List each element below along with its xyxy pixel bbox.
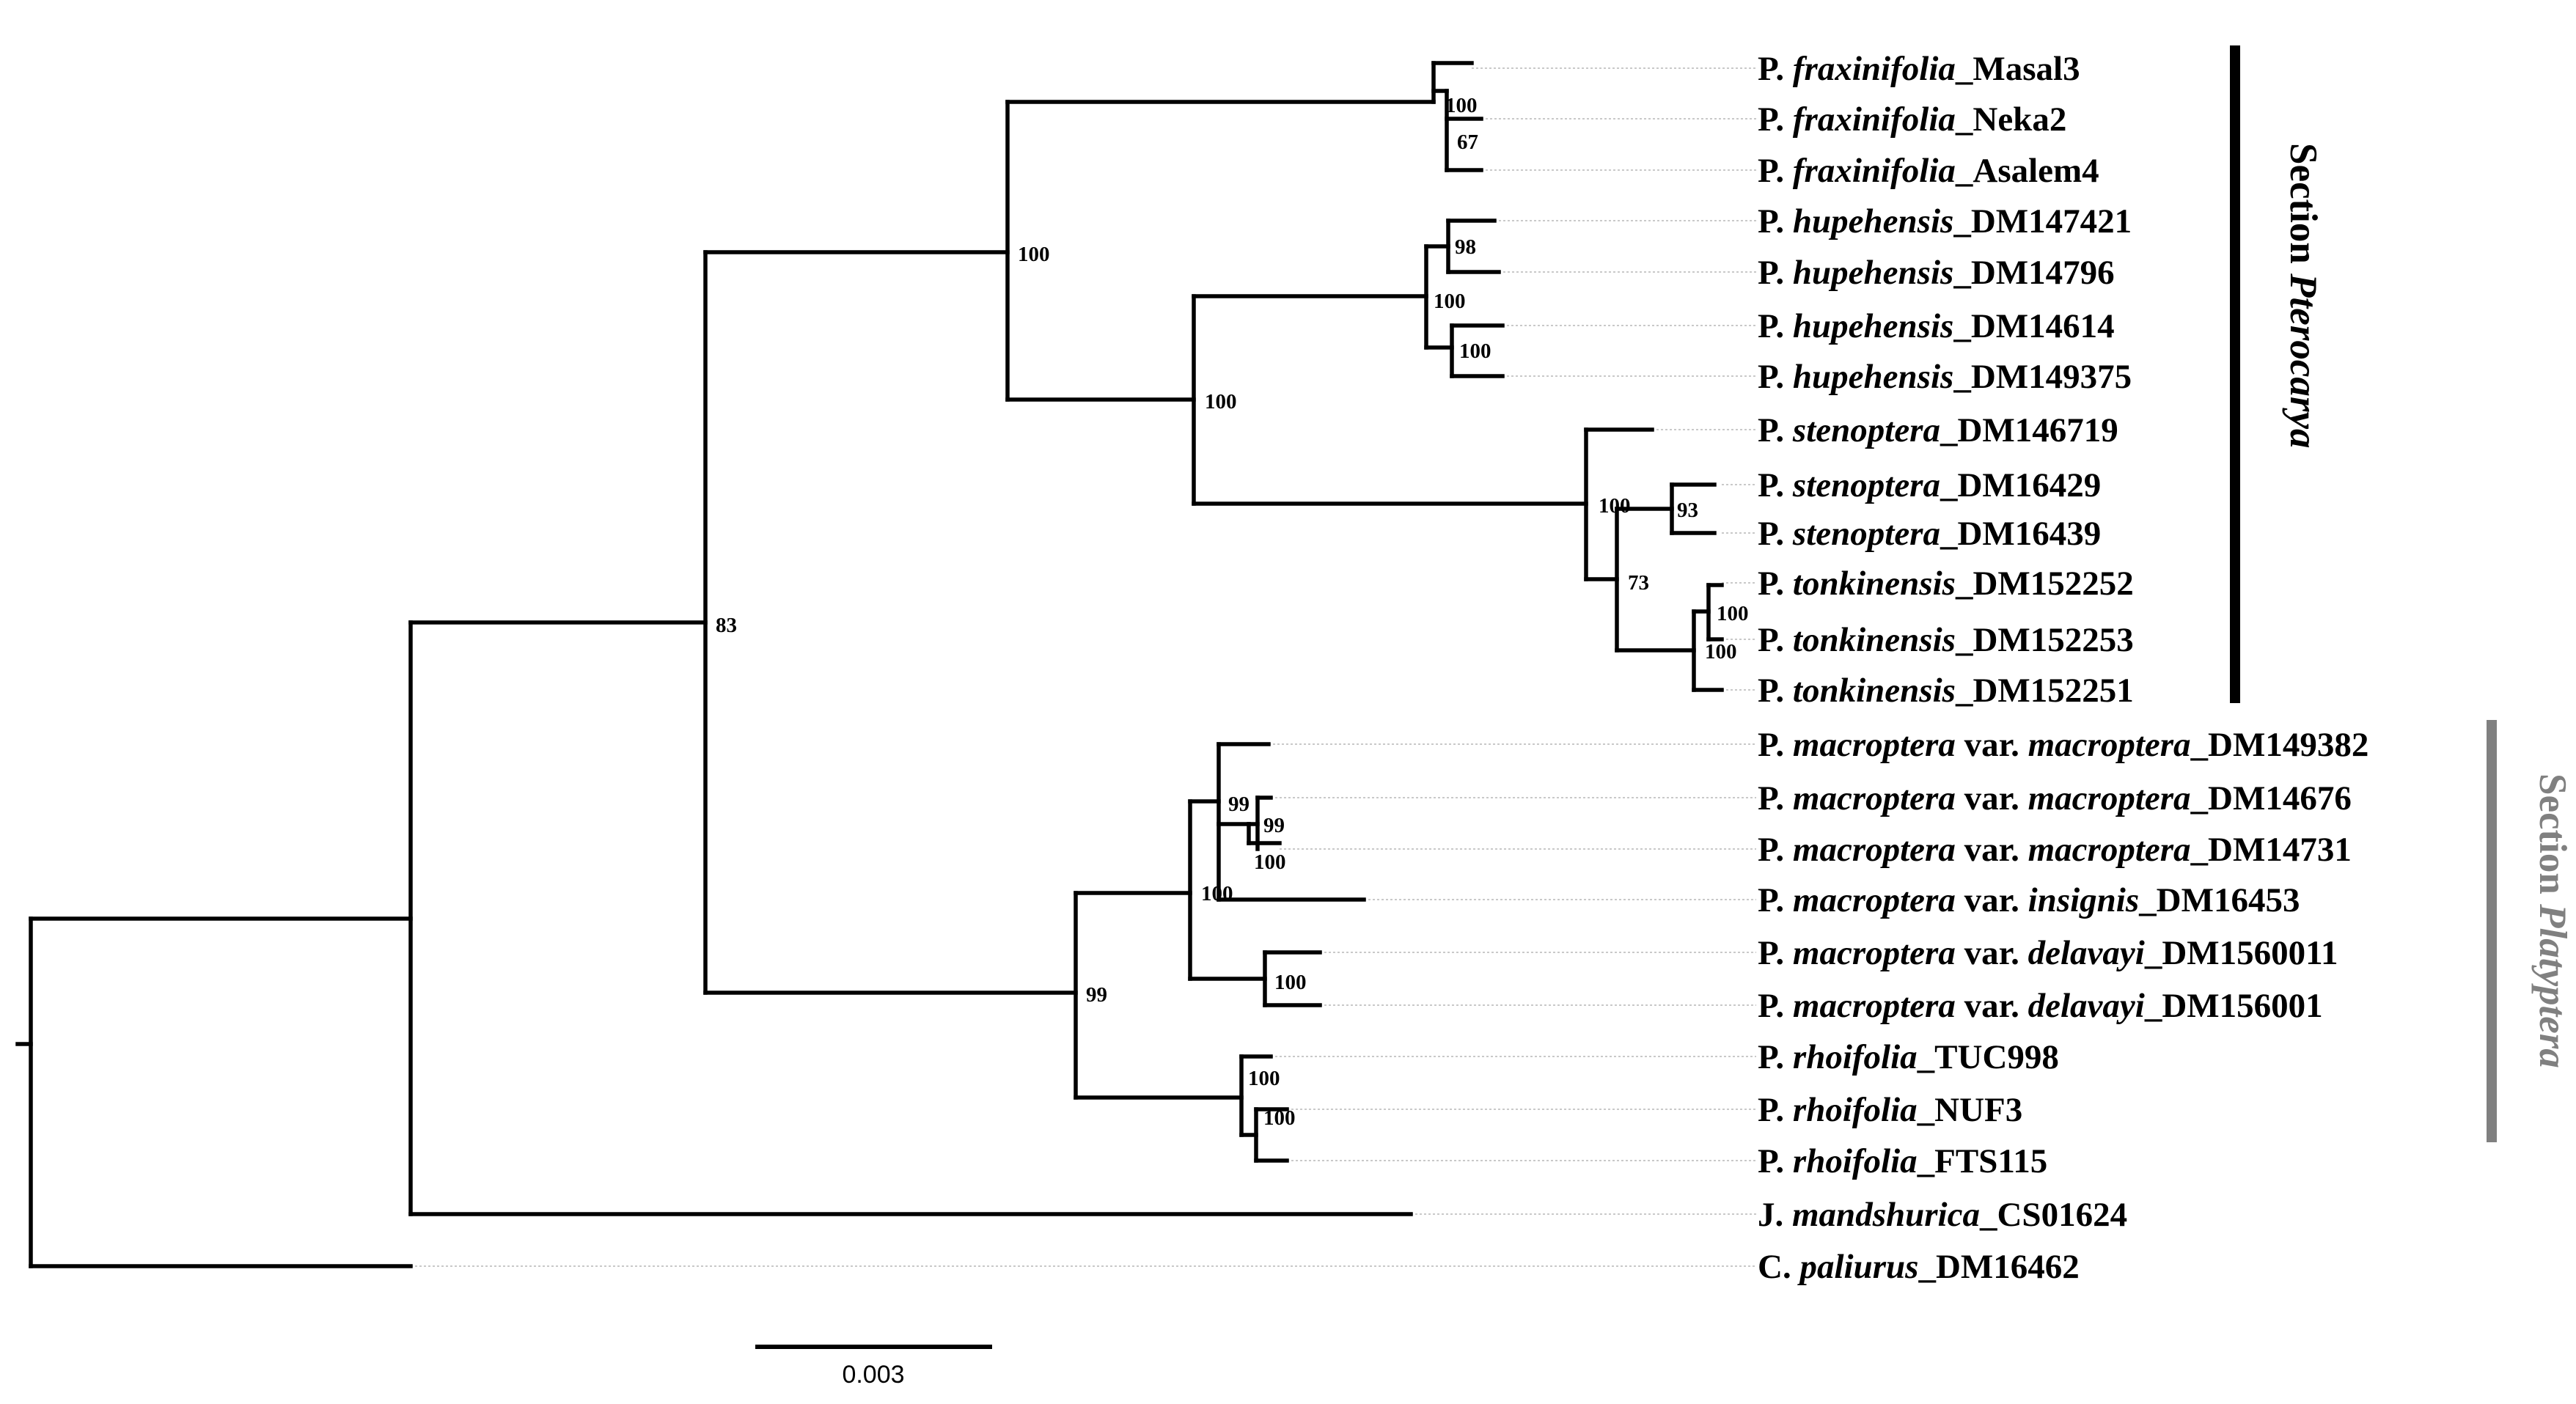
taxon-label: P. stenoptera_DM16439 xyxy=(1758,515,2101,553)
bootstrap-value: 93 xyxy=(1677,499,1698,522)
bootstrap-value: 73 xyxy=(1628,571,1649,595)
taxon-label: P. fraxinifolia_Asalem4 xyxy=(1758,152,2099,190)
section-bracket-platyptera xyxy=(2487,720,2497,1142)
taxon-label: J. mandshurica_CS01624 xyxy=(1758,1196,2127,1234)
taxon-label: P. hupehensis_DM14796 xyxy=(1758,254,2115,292)
bootstrap-value: 100 xyxy=(1263,1106,1296,1130)
bootstrap-value: 100 xyxy=(1445,94,1478,117)
bootstrap-value: 67 xyxy=(1457,131,1478,154)
bootstrap-value: 99 xyxy=(1228,793,1250,816)
taxon-label: P. macroptera var. delavayi_DM156001 xyxy=(1758,987,2323,1025)
taxon-label: P. hupehensis_DM147421 xyxy=(1758,202,2132,240)
bootstrap-value: 100 xyxy=(1201,882,1233,905)
scale-bar: 0.003 xyxy=(755,1345,992,1389)
taxon-label: P. macroptera var. delavayi_DM1560011 xyxy=(1758,934,2338,972)
taxon-label: P. stenoptera_DM146719 xyxy=(1758,411,2118,449)
taxon-label: P. hupehensis_DM14614 xyxy=(1758,307,2115,345)
taxon-label: P. hupehensis_DM149375 xyxy=(1758,358,2132,396)
bootstrap-value: 99 xyxy=(1263,814,1285,837)
bootstrap-value: 100 xyxy=(1248,1067,1280,1090)
bootstrap-values: 100 67 98 100 100 100 100 100 73 93 100 … xyxy=(716,94,1749,1130)
scale-bar-label: 0.003 xyxy=(842,1361,904,1389)
taxon-label: P. rhoifolia_NUF3 xyxy=(1758,1091,2022,1129)
taxon-label: P. macroptera var. insignis_DM16453 xyxy=(1758,881,2300,919)
section-brackets: Section Pterocarya Section Platyptera xyxy=(2230,45,2574,1142)
bootstrap-value: 100 xyxy=(1459,339,1491,363)
taxon-label: P. macroptera var. macroptera_DM14676 xyxy=(1758,779,2352,817)
taxon-label: P. tonkinensis_DM152251 xyxy=(1758,672,2134,710)
section-bracket-pterocarya xyxy=(2230,45,2240,703)
bootstrap-value: 100 xyxy=(1717,602,1749,625)
taxon-label: P. rhoifolia_FTS115 xyxy=(1758,1142,2047,1180)
taxon-label: P. macroptera var. macroptera_DM14731 xyxy=(1758,831,2352,869)
bootstrap-value: 98 xyxy=(1455,235,1476,259)
taxon-label: P. tonkinensis_DM152252 xyxy=(1758,565,2134,603)
bootstrap-value: 100 xyxy=(1599,494,1631,518)
bootstrap-value: 100 xyxy=(1205,390,1237,414)
taxon-label: P. tonkinensis_DM152253 xyxy=(1758,621,2134,659)
bootstrap-value: 83 xyxy=(716,614,737,637)
bootstrap-value: 100 xyxy=(1705,640,1737,664)
taxon-label: P. rhoifolia_TUC998 xyxy=(1758,1038,2059,1076)
bootstrap-value: 100 xyxy=(1434,290,1466,313)
taxon-label: P. fraxinifolia_Masal3 xyxy=(1758,50,2080,88)
section-label-platyptera: Section Platyptera xyxy=(2531,773,2574,1068)
bootstrap-value: 100 xyxy=(1254,850,1286,874)
bootstrap-value: 100 xyxy=(1274,971,1307,994)
taxon-label: P. macroptera var. macroptera_DM149382 xyxy=(1758,726,2368,764)
bootstrap-value: 100 xyxy=(1018,243,1050,266)
taxon-label: P. stenoptera_DM16429 xyxy=(1758,466,2101,504)
tip-guide-lines xyxy=(411,67,1756,1267)
taxon-label: P. fraxinifolia_Neka2 xyxy=(1758,100,2066,139)
taxon-labels: P. fraxinifolia_Masal3 P. fraxinifolia_N… xyxy=(1758,50,2368,1286)
bootstrap-value: 99 xyxy=(1086,983,1107,1007)
taxon-label: C. paliurus_DM16462 xyxy=(1758,1248,2080,1286)
section-label-pterocarya: Section Pterocarya xyxy=(2282,143,2324,449)
tree-branches xyxy=(15,61,1724,1268)
